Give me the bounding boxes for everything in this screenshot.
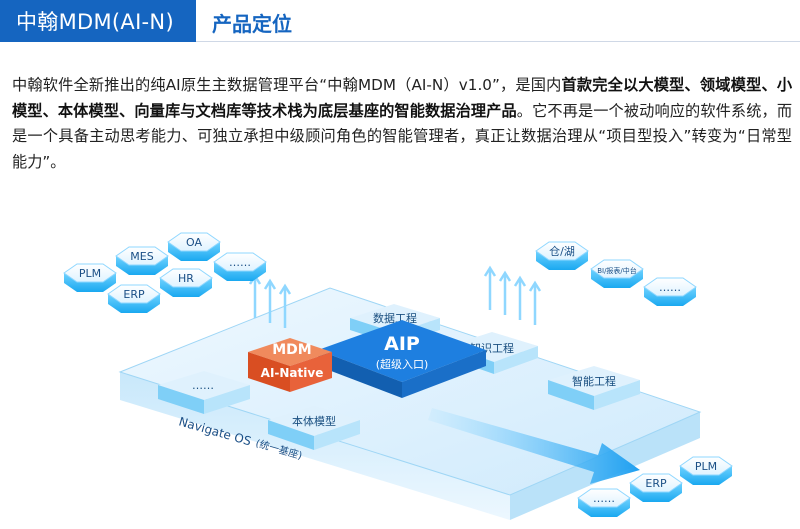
node-label: ……: [229, 256, 251, 269]
aip-title: AIP: [384, 333, 420, 355]
node-label: PLM: [695, 460, 717, 473]
node-face: [643, 277, 697, 297]
node-label: ……: [659, 281, 681, 294]
node-plm-out: PLM: [679, 456, 733, 485]
product-badge: 中翰MDM(AI-N): [0, 0, 196, 42]
node-bi-report: BI/报表/中台: [590, 259, 644, 288]
intro-text-1: 中翰软件全新推出的纯AI原生主数据管理平台“中翰MDM（AI-N）v1.0”，是…: [12, 76, 562, 94]
node-label: MES: [130, 250, 153, 263]
node-more: ……: [213, 252, 267, 281]
intro-text-2: 。它不再是一个被动响应的软件系统，而是一个具备主动思考能力、可独立承担中级顾问角…: [12, 101, 793, 171]
node-plm: PLM: [63, 263, 117, 292]
node-face: [629, 473, 683, 493]
node-face: [107, 284, 161, 304]
node-label: HR: [178, 272, 194, 285]
header-divider: [196, 41, 800, 42]
node-warehouse-lake: 仓/湖: [535, 241, 589, 270]
upward-arrows-right: [483, 265, 542, 325]
aip-block: AIP (超级入口): [318, 320, 486, 398]
node-erp: ERP: [107, 284, 161, 313]
intro-bold: 首款完全以大模型、领域模型、小模型、本体模型、向量库与文档库等技术栈为底层基座的…: [12, 76, 793, 120]
node-label: ……: [593, 492, 615, 505]
module-label-ellipsis: ……: [192, 379, 214, 392]
node-face: [577, 488, 631, 508]
node-more-right: ……: [643, 277, 697, 306]
node-label: ERP: [123, 288, 145, 301]
node-erp-out: ERP: [629, 473, 683, 502]
module-ontology-model: 本体模型: [268, 406, 360, 450]
node-label: 仓/湖: [549, 244, 575, 258]
node-more-out: ……: [577, 488, 631, 517]
mdm-title: MDM: [272, 342, 311, 358]
node-face: [167, 232, 221, 252]
system-nodes: PLM MES OA ERP HR …… 仓/湖 BI/报表/中台 …… PLM ERP ……: [63, 232, 733, 517]
node-label: ERP: [645, 477, 667, 490]
node-face: [115, 246, 169, 266]
aip-subtitle: (超级入口): [376, 357, 429, 371]
node-face: [213, 252, 267, 272]
module-label-ontology: 本体模型: [292, 414, 336, 428]
node-face: [63, 263, 117, 283]
node-face: [590, 259, 644, 279]
module-label-intelligence: 智能工程: [572, 374, 616, 388]
intro-paragraph: 中翰软件全新推出的纯AI原生主数据管理平台“中翰MDM（AI-N）v1.0”，是…: [12, 73, 792, 175]
node-label: PLM: [79, 267, 101, 280]
module-ellipsis: ……: [158, 371, 250, 414]
node-hr: HR: [159, 268, 213, 297]
node-label: BI/报表/中台: [597, 266, 637, 275]
output-arrow: [428, 408, 640, 484]
mdm-block: MDM AI-Native: [248, 338, 332, 392]
node-face: [679, 456, 733, 476]
section-title: 产品定位: [212, 12, 292, 36]
node-face: [535, 241, 589, 261]
module-intelligence-engineering: 智能工程: [548, 366, 640, 410]
node-face: [159, 268, 213, 288]
node-mes: MES: [115, 246, 169, 275]
node-label: OA: [186, 236, 202, 249]
mdm-subtitle: AI-Native: [261, 366, 324, 380]
node-oa: OA: [167, 232, 221, 261]
